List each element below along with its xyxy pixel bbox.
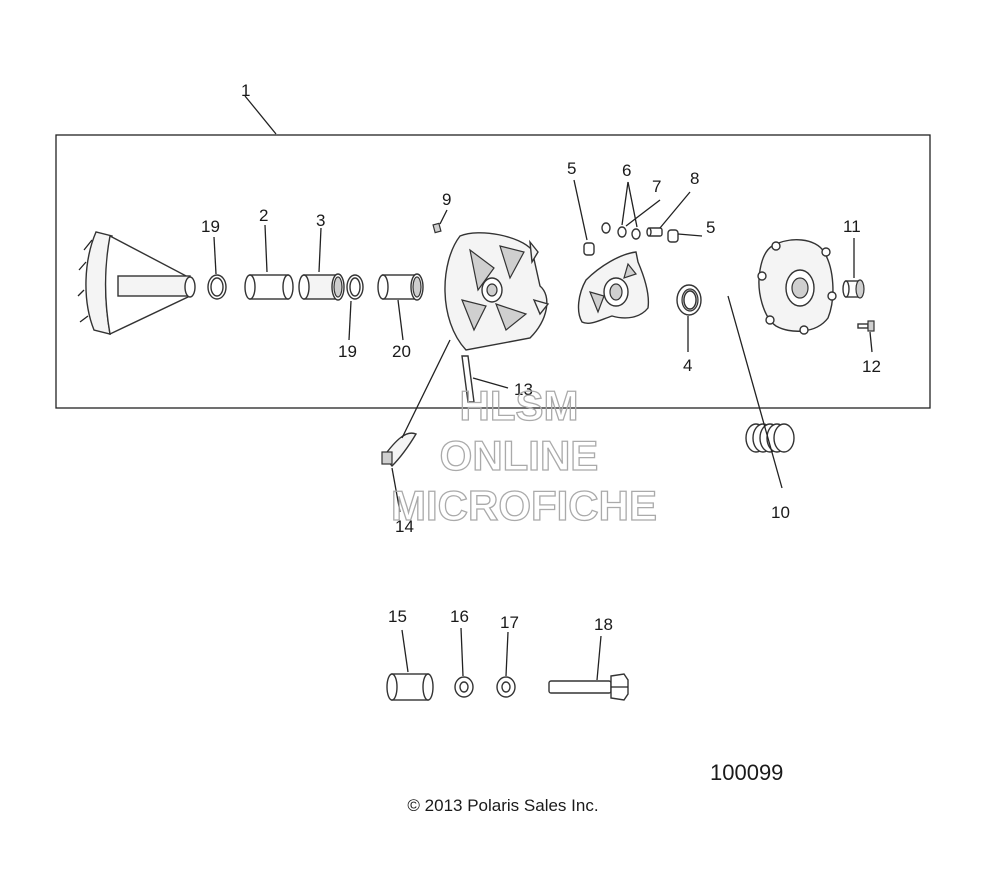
moveable-sheave-part[interactable] — [444, 232, 550, 351]
callout-14: 14 — [395, 517, 414, 536]
callout-20: 20 — [392, 342, 411, 361]
screw-9[interactable] — [432, 222, 442, 234]
document-id: 100099 — [710, 760, 783, 785]
seal-4[interactable] — [676, 284, 702, 316]
fixed-sheave-part[interactable] — [77, 231, 196, 336]
bolt-18[interactable] — [548, 673, 629, 701]
bushing-11[interactable] — [842, 279, 865, 299]
bushing-3[interactable] — [298, 273, 345, 301]
callout-3: 3 — [316, 211, 325, 230]
bushing-2[interactable] — [244, 274, 294, 300]
callout-15: 15 — [388, 607, 407, 626]
ring-19-right[interactable] — [346, 274, 364, 300]
watermark-line3: MICROFICHE — [391, 482, 657, 529]
callout-10: 10 — [771, 503, 790, 522]
pin-8[interactable] — [646, 227, 663, 237]
cover-part[interactable] — [757, 239, 837, 335]
roller-5-left[interactable] — [583, 242, 595, 256]
callout-4: 4 — [683, 356, 692, 375]
washer-17[interactable] — [496, 676, 516, 698]
pin-13[interactable] — [461, 355, 475, 403]
callout-2: 2 — [259, 206, 268, 225]
callout-5a: 5 — [567, 159, 576, 178]
callout-17: 17 — [500, 613, 519, 632]
callout-19b: 19 — [338, 342, 357, 361]
watermark-line1: HLSM — [460, 382, 579, 429]
copyright-notice: © 2013 Polaris Sales Inc. — [407, 796, 598, 815]
bushing-20[interactable] — [377, 273, 424, 301]
spring-10[interactable] — [745, 423, 795, 453]
callout-5b: 5 — [706, 218, 715, 237]
callout-9: 9 — [442, 190, 451, 209]
weight-14[interactable] — [381, 432, 418, 468]
screw-12[interactable] — [857, 320, 875, 332]
watermark: HLSM ONLINE MICROFICHE — [390, 381, 657, 529]
callout-7: 7 — [652, 177, 661, 196]
callout-19a: 19 — [201, 217, 220, 236]
callout-12: 12 — [862, 357, 881, 376]
assembly-frame — [55, 134, 931, 409]
callout-1: 1 — [241, 81, 250, 100]
spider-part[interactable] — [577, 251, 650, 325]
callout-13: 13 — [514, 380, 533, 399]
callout-11: 11 — [843, 217, 861, 236]
washers-6-7[interactable] — [601, 222, 641, 240]
roller-5-right[interactable] — [667, 229, 679, 243]
watermark-line2: ONLINE — [440, 432, 599, 479]
washer-16[interactable] — [454, 676, 474, 698]
callout-18: 18 — [594, 615, 613, 634]
callout-8: 8 — [690, 169, 699, 188]
bushing-15[interactable] — [386, 673, 434, 701]
callout-16: 16 — [450, 607, 469, 626]
ring-19-left[interactable] — [207, 274, 227, 300]
callout-6: 6 — [622, 161, 631, 180]
